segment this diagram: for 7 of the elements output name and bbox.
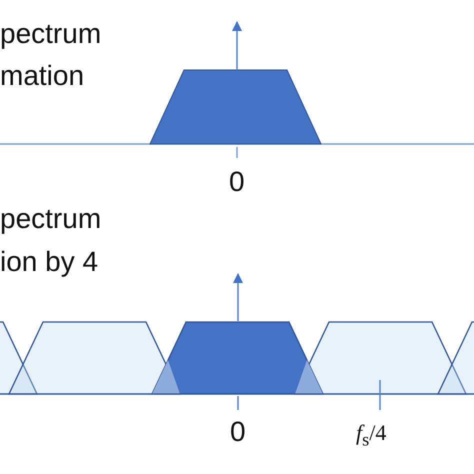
heading-text: mation [0, 62, 84, 90]
axis-label: f$_{s}$/4 [356, 422, 386, 449]
heading-text: pectrum [0, 205, 102, 233]
heading-text: ion by 4 [0, 248, 98, 276]
heading-text: pectrum [0, 20, 102, 48]
axis-label: 0 [230, 418, 246, 446]
axis-label: 0 [229, 168, 245, 196]
